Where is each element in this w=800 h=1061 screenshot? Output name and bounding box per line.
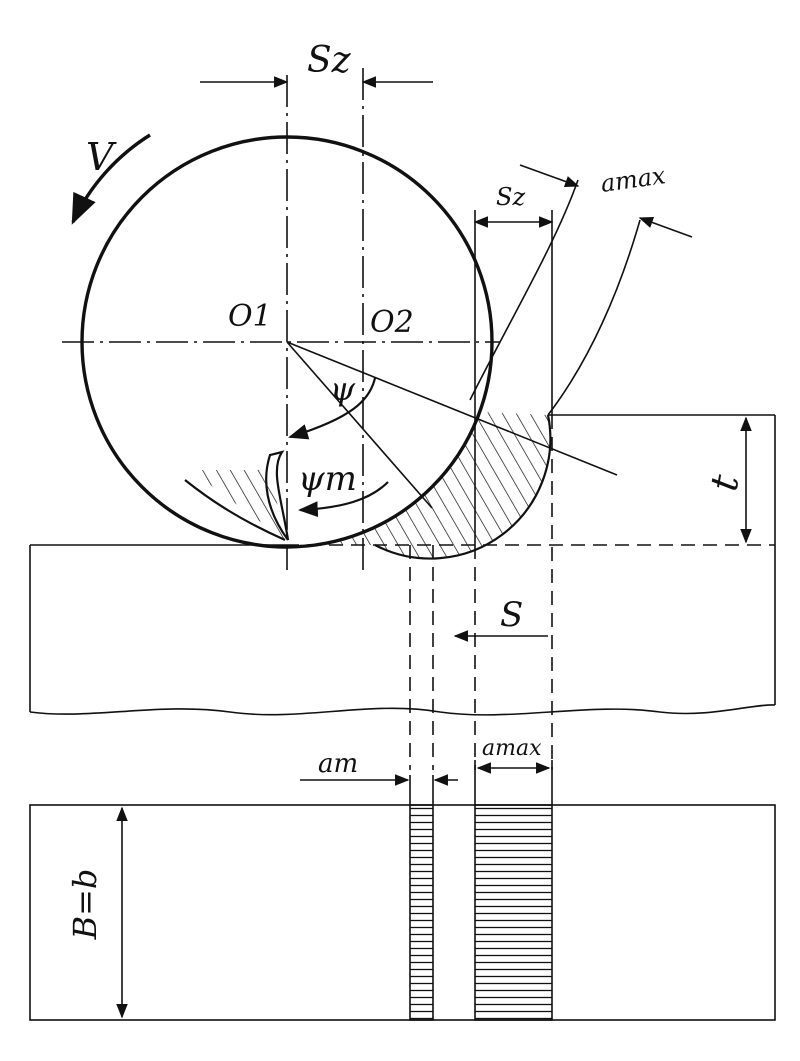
label-sz-top: Sz	[307, 40, 352, 81]
label-o2: O2	[370, 305, 414, 340]
label-o1: O1	[228, 299, 272, 334]
label-sz-side: Sz	[496, 183, 525, 211]
label-width: B=b	[66, 869, 104, 941]
label-amax-side: amax	[599, 161, 668, 198]
rotation-arrow	[71, 133, 151, 225]
angle-lines	[286, 341, 618, 518]
chip-section	[286, 412, 551, 559]
cutter-tooth	[184, 450, 290, 542]
label-psi-m: ψm	[298, 459, 357, 499]
label-psi: ψ	[330, 370, 356, 408]
label-am: am	[318, 749, 358, 779]
side-sz-dimension	[469, 179, 641, 545]
previous-cut-surface	[374, 414, 552, 560]
label-v: V	[86, 135, 117, 179]
workpiece-front	[29, 414, 776, 716]
label-amax-plan: amax	[482, 736, 542, 761]
label-s: S	[500, 595, 523, 635]
workpiece-plan	[29, 760, 776, 1021]
amax-oblique-dimension	[519, 164, 693, 238]
center-lines	[62, 68, 500, 570]
projection-lines	[409, 415, 553, 770]
label-t: t	[701, 471, 747, 494]
